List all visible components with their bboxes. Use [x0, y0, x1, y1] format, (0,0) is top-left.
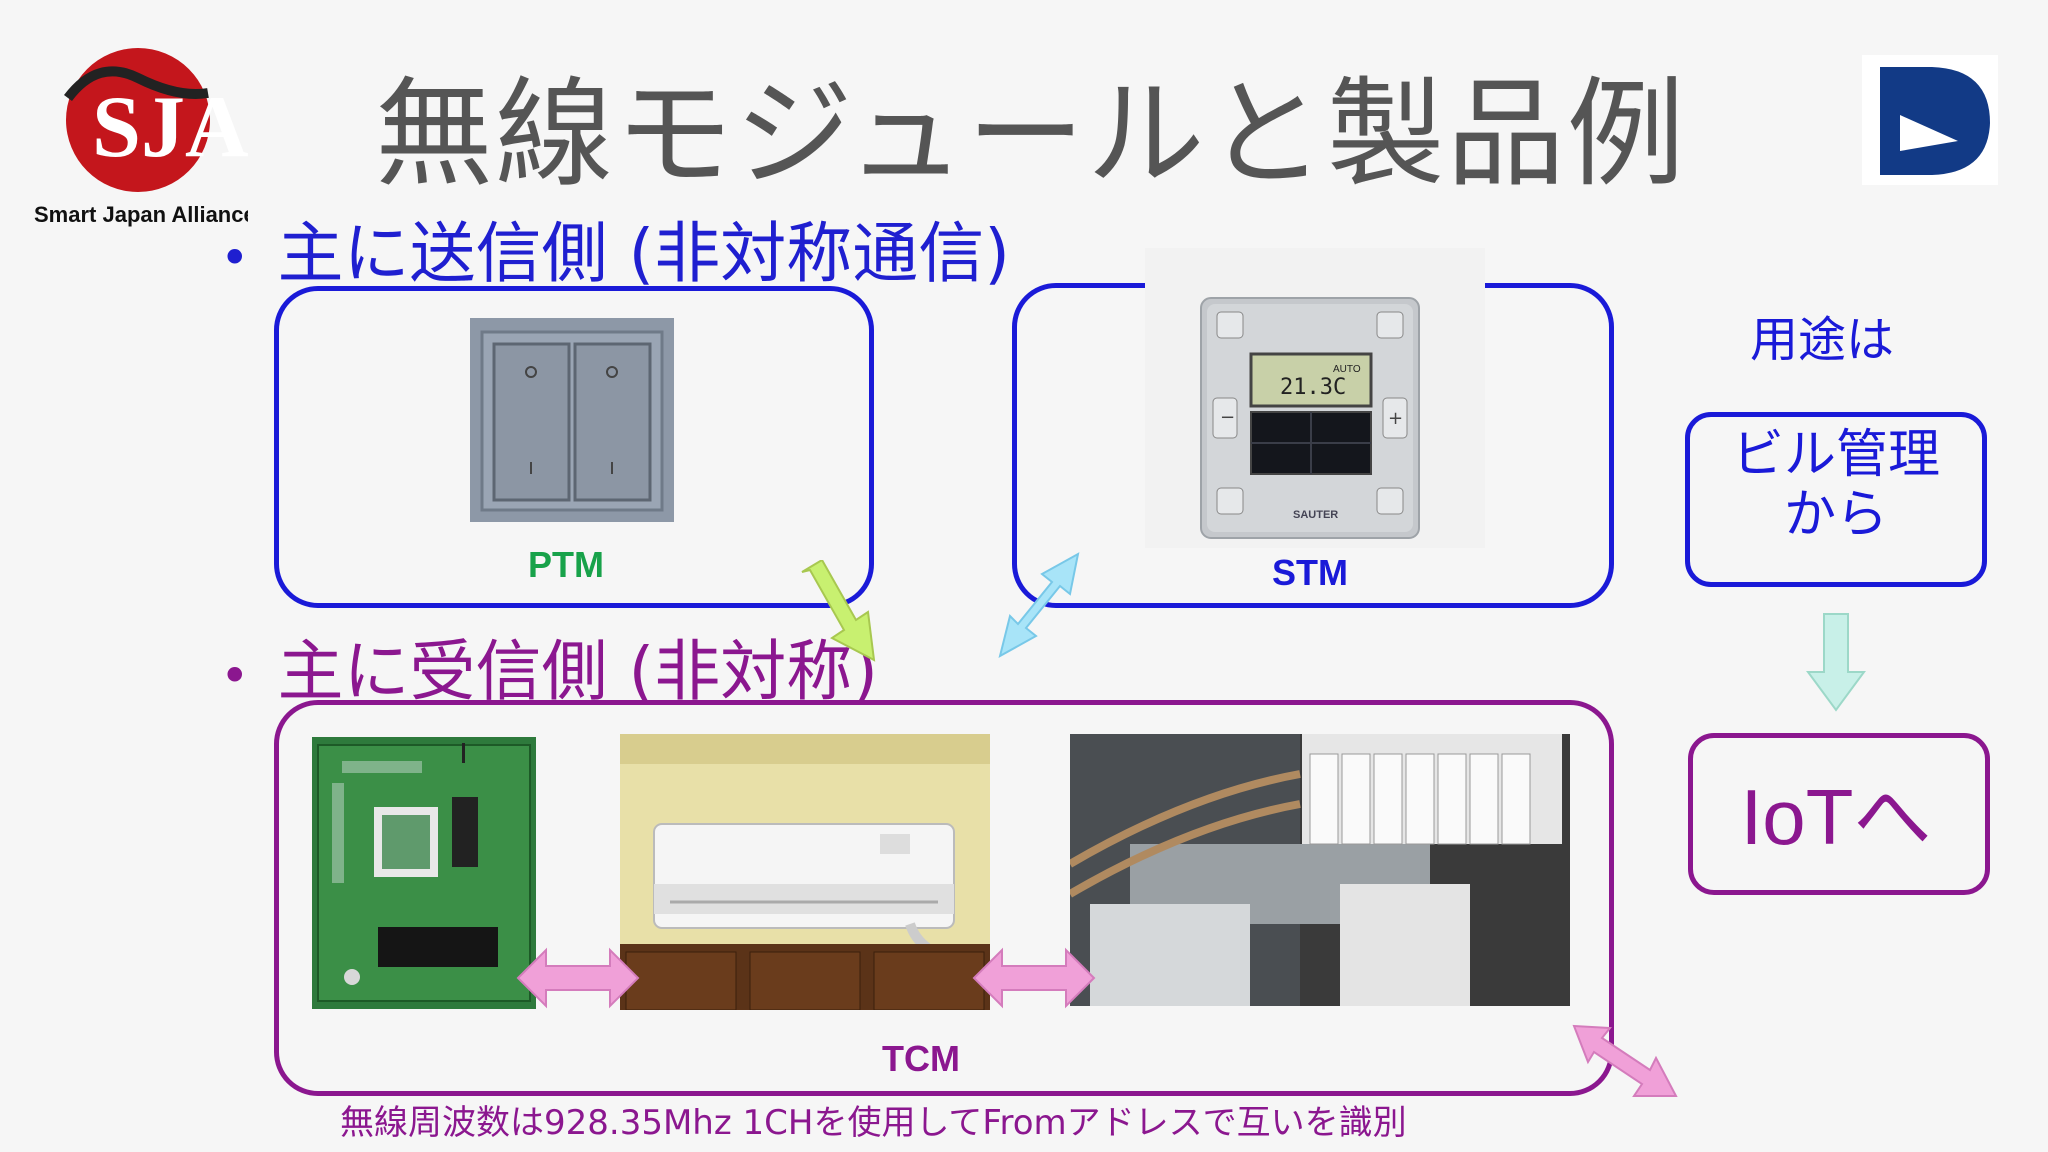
pink-diagonal-arrow	[1572, 1022, 1678, 1100]
tcm-pcb-image	[312, 737, 536, 1009]
sja-logo: SJA Smart Japan Alliance	[28, 38, 248, 233]
pink-double-arrow	[972, 946, 1096, 1010]
usage-line-1: ビル管理	[1731, 425, 1940, 485]
green-down-arrow	[1804, 612, 1868, 712]
slide-title: 無線モジュールと製品例	[375, 65, 1687, 203]
ptm-frame	[274, 286, 874, 608]
usage-heading: 用途は	[1750, 312, 1895, 368]
ptm-switch-image	[470, 318, 674, 522]
bullet-receive: • 主に受信側 (非対称)	[220, 618, 878, 714]
cyan-double-arrow	[998, 550, 1084, 660]
svg-text:+: +	[1388, 408, 1403, 429]
bullet-transmit-text: 主に送信側 (非対称通信)	[277, 215, 1010, 292]
green-down-arrow	[796, 560, 880, 664]
bullet-dot: •	[220, 646, 250, 705]
stm-display-reading: 21.3C	[1280, 375, 1346, 400]
stm-thermostat-image: 21.3C AUTO − + SAUTER	[1145, 248, 1485, 548]
tcm-frame	[274, 700, 1614, 1096]
bullet-receive-text: 主に受信側 (非対称)	[277, 633, 878, 710]
iot-box	[1688, 733, 1990, 895]
svg-text:SJA: SJA	[92, 79, 248, 176]
stm-brand: SAUTER	[1293, 509, 1338, 521]
stm-label: STM	[1272, 552, 1348, 593]
pink-double-arrow	[516, 946, 640, 1010]
company-logo	[1862, 55, 1998, 185]
usage-box-text: ビル管理 から	[1690, 425, 1982, 545]
iot-text: IoTへ	[1740, 773, 1932, 861]
tcm-aircon-image	[620, 734, 990, 1010]
logo-text: Smart Japan Alliance	[34, 202, 248, 227]
tcm-panel-image	[1070, 734, 1570, 1006]
svg-text:−: −	[1220, 407, 1235, 428]
bullet-dot: •	[220, 228, 250, 287]
bullet-transmit: • 主に送信側 (非対称通信)	[220, 200, 1010, 296]
stm-display-mode: AUTO	[1333, 364, 1361, 375]
usage-box	[1685, 412, 1987, 587]
usage-line-2: から	[1783, 485, 1888, 545]
tcm-label: TCM	[882, 1038, 960, 1079]
footnote: 無線周波数は928.35Mhz 1CHを使用してFromアドレスで互いを識別	[340, 1103, 1407, 1143]
ptm-label: PTM	[528, 544, 604, 585]
